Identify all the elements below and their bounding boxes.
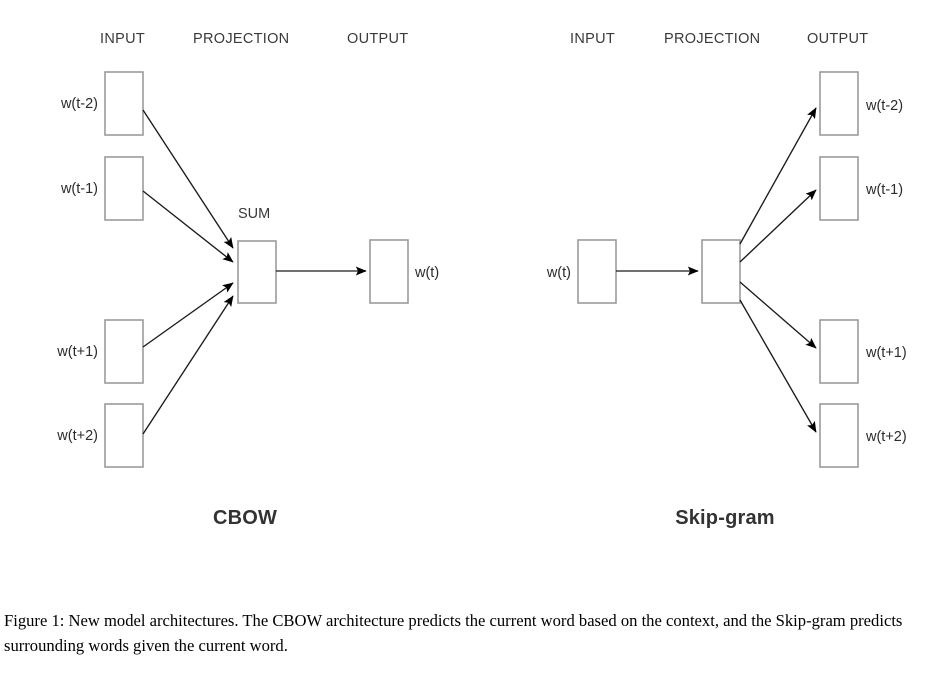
- cbow-input-box-0[interactable]: [104, 71, 144, 136]
- cbow-input-label-1: w(t-1): [60, 181, 98, 197]
- cbow-edge-0: [142, 109, 234, 249]
- cbow-panel: INPUT PROJECTION OUTPUT w(t-2) w(t-1) w(…: [56, 31, 439, 529]
- skipgram-output-label-0: w(t-2): [865, 98, 903, 114]
- cbow-sum-label: SUM: [238, 206, 270, 222]
- skipgram-panel: INPUT PROJECTION OUTPUT w(t) w(t-2) w(t-…: [546, 31, 907, 529]
- skipgram-projection-box[interactable]: [701, 239, 741, 304]
- cbow-edge-1: [142, 190, 234, 263]
- skipgram-output-label-2: w(t+1): [865, 345, 907, 361]
- cbow-header-projection: PROJECTION: [193, 31, 289, 47]
- skipgram-header-projection: PROJECTION: [664, 31, 760, 47]
- cbow-input-label-0: w(t-2): [60, 96, 98, 112]
- cbow-input-label-2: w(t+1): [56, 344, 98, 360]
- skipgram-output-box-3[interactable]: [819, 403, 859, 468]
- cbow-projection-box[interactable]: [237, 240, 277, 304]
- cbow-output-box-0[interactable]: [369, 239, 409, 304]
- cbow-header-output: OUTPUT: [347, 31, 408, 47]
- cbow-edge-3: [142, 295, 234, 435]
- skipgram-edge-1: [739, 189, 817, 263]
- skipgram-output-label-3: w(t+2): [865, 429, 907, 445]
- skipgram-edge-0: [739, 107, 817, 245]
- cbow-output-label-0: w(t): [414, 265, 439, 281]
- cbow-input-box-2[interactable]: [104, 319, 144, 384]
- cbow-header-input: INPUT: [100, 31, 145, 47]
- cbow-title: CBOW: [213, 507, 277, 529]
- skipgram-output-box-1[interactable]: [819, 156, 859, 221]
- cbow-input-label-3: w(t+2): [56, 428, 98, 444]
- skipgram-input-label-0: w(t): [546, 265, 571, 281]
- skipgram-output-label-1: w(t-1): [865, 182, 903, 198]
- figure-caption: Figure 1: New model architectures. The C…: [4, 611, 903, 655]
- figure-diagram: INPUT PROJECTION OUTPUT w(t-2) w(t-1) w(…: [56, 31, 907, 529]
- cbow-input-box-1[interactable]: [104, 156, 144, 221]
- skipgram-input-box-0[interactable]: [577, 239, 617, 304]
- skipgram-edge-2: [739, 281, 817, 349]
- cbow-input-box-3[interactable]: [104, 403, 144, 468]
- cbow-edge-2: [142, 282, 234, 348]
- skipgram-header-output: OUTPUT: [807, 31, 868, 47]
- skipgram-output-box-2[interactable]: [819, 319, 859, 384]
- skipgram-edge-3: [739, 299, 817, 433]
- skipgram-header-input: INPUT: [570, 31, 615, 47]
- skipgram-title: Skip-gram: [675, 507, 775, 529]
- skipgram-output-box-0[interactable]: [819, 71, 859, 136]
